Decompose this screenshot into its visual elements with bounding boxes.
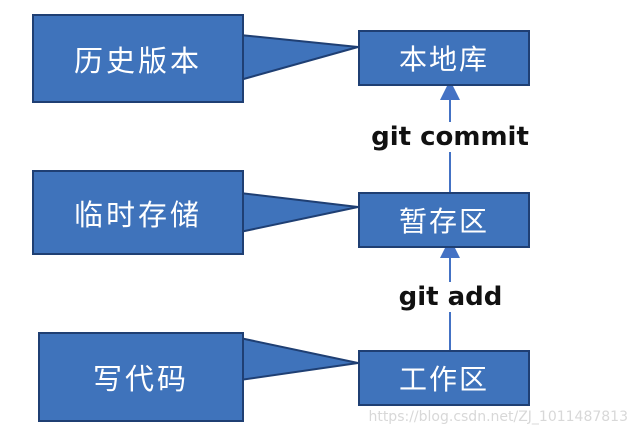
stage-repo-label: 本地库 [398, 43, 489, 76]
callout-pointer-history [239, 33, 359, 82]
callout-temp: 临时存储 [32, 170, 244, 255]
callout-temp-label: 临时存储 [73, 197, 202, 232]
callout-write: 写代码 [38, 332, 244, 422]
callout-pointer-write [239, 336, 359, 382]
callout-write-label: 写代码 [92, 362, 189, 396]
watermark-url: https://blog.csdn.net/ZJ_1011487813 [368, 409, 628, 425]
edge-label-git-add: git add [378, 282, 523, 312]
stage-staging: 暂存区 [358, 192, 530, 248]
callout-pointer-temp [239, 191, 359, 234]
stage-staging-label: 暂存区 [398, 205, 489, 238]
callout-history-label: 历史版本 [73, 43, 202, 78]
stage-repo: 本地库 [358, 30, 530, 86]
callout-history: 历史版本 [32, 14, 244, 103]
edge-label-git-commit: git commit [365, 122, 535, 152]
stage-workspace-label: 工作区 [398, 363, 489, 396]
stage-workspace: 工作区 [358, 350, 530, 406]
